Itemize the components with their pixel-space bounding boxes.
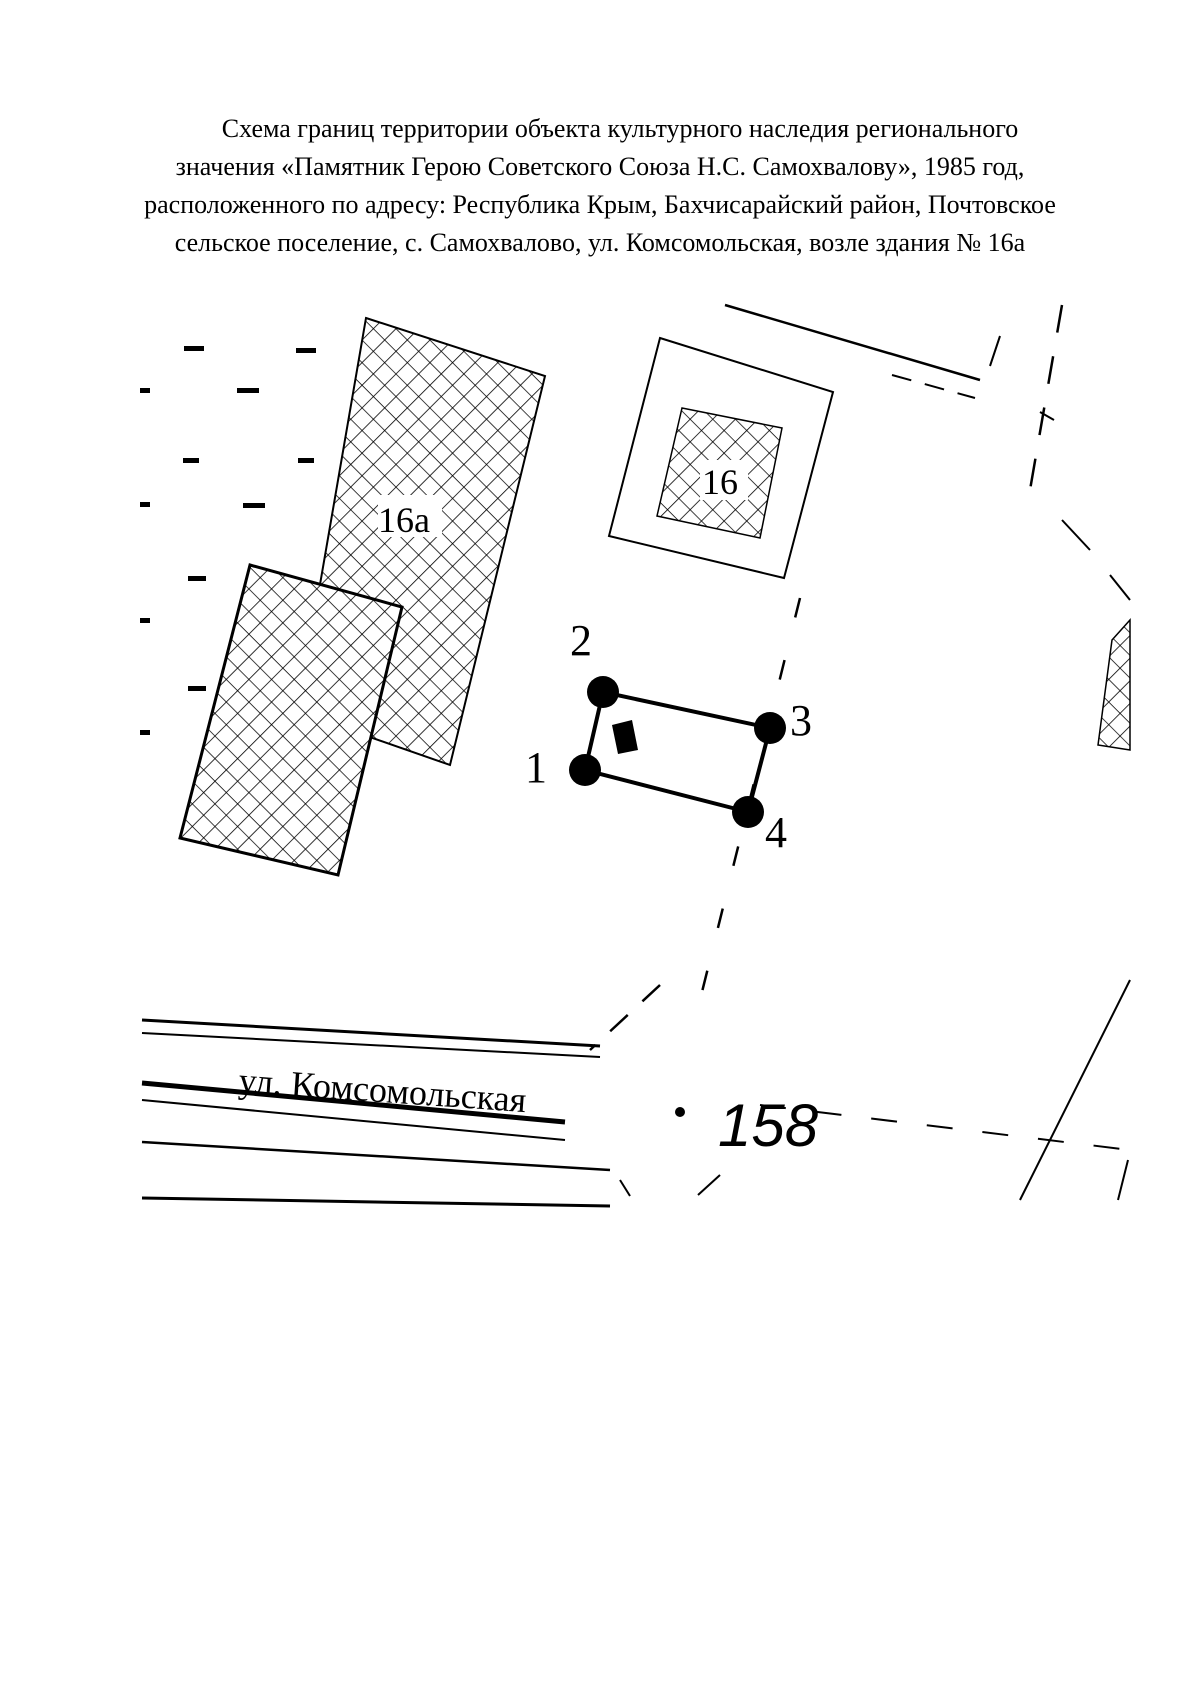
street-name: ул. Комсомольская xyxy=(237,1060,527,1120)
building-fragment-right xyxy=(1097,618,1131,751)
point-1 xyxy=(569,754,601,786)
point-label-1: 1 xyxy=(525,743,547,792)
point-label-2: 2 xyxy=(570,616,592,665)
building-label-16: 16 xyxy=(702,462,738,502)
caption-line-1: Схема границ территории объекта культурн… xyxy=(221,114,1019,143)
monument-territory xyxy=(582,689,773,815)
boundary-points xyxy=(569,676,786,828)
monument-symbol xyxy=(612,720,638,754)
point-label-3: 3 xyxy=(790,696,812,745)
point-2 xyxy=(587,676,619,708)
building-adjacent xyxy=(178,563,404,877)
map-caption: Схема границ территории объекта культурн… xyxy=(60,110,1140,262)
point-3 xyxy=(754,712,786,744)
building-label-16a: 16а xyxy=(378,500,430,540)
vegetation-symbols xyxy=(140,346,316,735)
plot-marker xyxy=(675,1107,685,1117)
label-bg-16 xyxy=(700,460,748,500)
point-4 xyxy=(732,796,764,828)
caption-line-2: значения «Памятник Герою Советского Союз… xyxy=(175,152,1025,181)
label-bg-16a xyxy=(378,495,442,537)
plot-number: 158 xyxy=(718,1092,819,1159)
caption-line-3: расположенного по адресу: Республика Кры… xyxy=(144,190,1056,219)
street-lines xyxy=(141,1018,611,1208)
point-label-4: 4 xyxy=(765,808,787,857)
caption-line-4: сельское поселение, с. Самохвалово, ул. … xyxy=(174,228,1026,257)
